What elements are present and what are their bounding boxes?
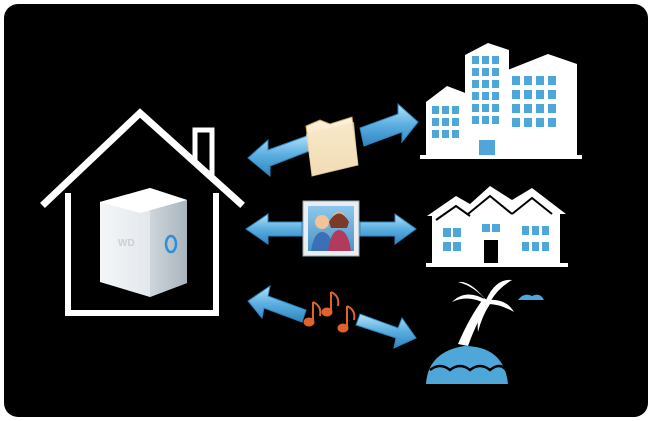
music-notes-icon (303, 291, 356, 333)
office-buildings-icon (420, 43, 582, 159)
hard-drive-icon: WD (100, 188, 187, 297)
drive-brand-label: WD (118, 238, 135, 249)
folder-icon (305, 116, 359, 177)
residential-houses-icon (426, 186, 568, 267)
photo-icon (302, 200, 360, 257)
house-icon (40, 108, 245, 316)
beach-island-icon (426, 279, 544, 384)
folder-transfer-arrow (247, 102, 419, 178)
music-transfer-arrow (247, 284, 417, 349)
photo-transfer-arrow (245, 213, 417, 245)
